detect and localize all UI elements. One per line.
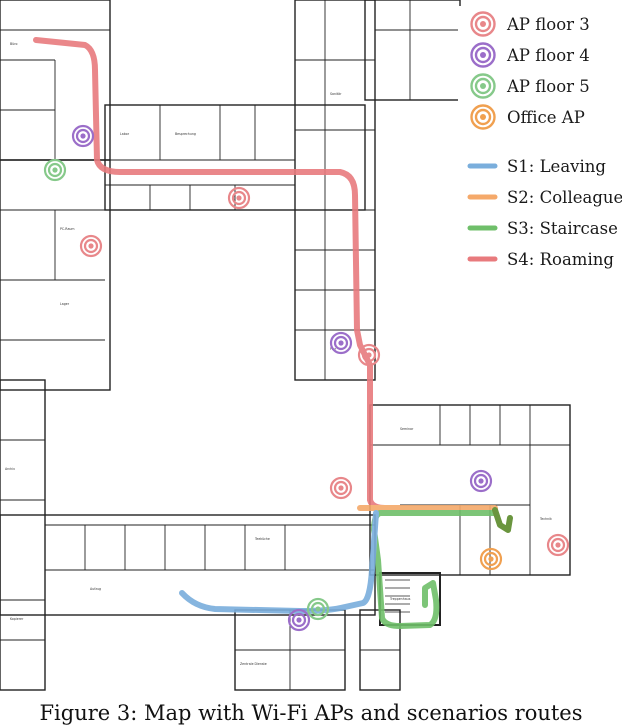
legend-label: Office AP bbox=[507, 108, 585, 127]
room-label: Lager bbox=[60, 302, 70, 306]
room-label: PC-Raum bbox=[60, 227, 75, 231]
legend-item-ap-floor5: AP floor 5 bbox=[470, 73, 590, 99]
wifi-ap-floor3-icon bbox=[227, 186, 251, 210]
room-label: Treppenhaus bbox=[389, 597, 411, 601]
wifi-ap-office-icon bbox=[479, 547, 503, 571]
legend-item-route-s1: S1: Leaving bbox=[467, 157, 606, 176]
room-label: Büro bbox=[10, 42, 17, 46]
legend-label: S3: Staircase bbox=[507, 219, 618, 238]
legend-label: S2: Colleague bbox=[507, 188, 622, 207]
wifi-ap-floor3-icon bbox=[329, 476, 353, 500]
room-label: Teeküche bbox=[254, 537, 270, 541]
legend-label: AP floor 3 bbox=[506, 15, 590, 34]
route-s3-staircase-ending bbox=[492, 507, 513, 533]
wifi-ap-floor3-icon bbox=[546, 533, 570, 557]
room-label: Seminar bbox=[400, 427, 414, 431]
wifi-ap-floor4-icon bbox=[469, 469, 493, 493]
legend: AP floor 3 AP floor 4 AP floor 5 Office … bbox=[458, 6, 622, 274]
legend-item-route-s2: S2: Colleague bbox=[467, 188, 622, 207]
room-label: Labor bbox=[120, 132, 130, 136]
wifi-icon bbox=[470, 104, 496, 130]
wifi-ap-floor3-icon bbox=[79, 234, 103, 258]
access-points bbox=[43, 124, 570, 632]
wifi-ap-floor5-icon bbox=[43, 158, 67, 182]
legend-label: S4: Roaming bbox=[507, 250, 614, 269]
legend-item-ap-floor3: AP floor 3 bbox=[470, 11, 590, 37]
wifi-icon bbox=[470, 42, 496, 68]
legend-label: AP floor 5 bbox=[506, 77, 590, 96]
staircase-steps bbox=[385, 579, 410, 613]
room-label: Zentrale Dienste bbox=[240, 662, 267, 666]
wifi-icon bbox=[470, 11, 496, 37]
room-label: Archiv bbox=[5, 467, 15, 471]
room-label: Technik bbox=[539, 517, 552, 521]
legend-item-route-s4: S4: Roaming bbox=[467, 250, 614, 269]
building-outline-southwest bbox=[0, 379, 46, 691]
wifi-ap-floor4-icon bbox=[287, 608, 311, 632]
routes bbox=[33, 37, 513, 629]
wifi-ap-floor3-icon bbox=[357, 343, 381, 367]
room-labels: Büro Labor Besprechung Sanitär Treppenha… bbox=[5, 42, 552, 666]
wifi-ap-floor4-icon bbox=[71, 124, 95, 148]
route-s1-leaving bbox=[179, 510, 379, 614]
wifi-ap-floor4-icon bbox=[329, 331, 353, 355]
room-partitions bbox=[0, 0, 570, 690]
legend-label: AP floor 4 bbox=[506, 46, 590, 65]
building-outline-northeast bbox=[364, 0, 461, 101]
route-s3-staircase bbox=[371, 510, 498, 629]
route-s4-roaming bbox=[33, 37, 498, 513]
legend-item-office-ap: Office AP bbox=[470, 104, 585, 130]
building-outline-center-column bbox=[294, 0, 376, 381]
legend-item-route-s3: S3: Staircase bbox=[467, 219, 618, 238]
figure-caption: Figure 3: Map with Wi-Fi APs and scenari… bbox=[39, 701, 583, 725]
wifi-icon bbox=[470, 73, 496, 99]
room-label: Sanitär bbox=[330, 92, 342, 96]
room-label: Besprechung bbox=[175, 132, 196, 136]
room-label: Aufzug bbox=[90, 587, 101, 591]
legend-item-ap-floor4: AP floor 4 bbox=[470, 42, 590, 68]
room-label: Kopierer bbox=[10, 617, 24, 621]
wifi-ap-floor5-icon bbox=[306, 597, 330, 621]
legend-label: S1: Leaving bbox=[507, 157, 606, 176]
